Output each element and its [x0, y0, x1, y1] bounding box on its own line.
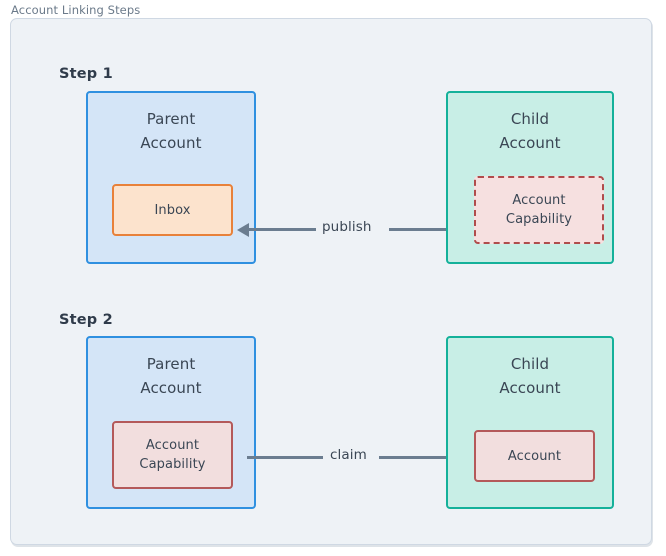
- step2-parent-account-box[interactable]: Parent Account Account Capability: [86, 336, 256, 509]
- step1-inbox-box[interactable]: Inbox: [112, 184, 233, 236]
- step1-child-account-box[interactable]: Child Account Account Capability: [446, 91, 614, 264]
- step1-connector-segment-left: [248, 228, 316, 231]
- step1-parent-account-title-line2: Account: [140, 134, 202, 152]
- step1-parent-account-title-line1: Parent: [146, 110, 196, 128]
- step1-child-account-title: Child Account: [448, 107, 612, 155]
- step1-account-capability-label-line2: Capability: [505, 212, 573, 227]
- arrow-left-icon: [237, 222, 249, 237]
- step2-account-capability-label-line2: Capability: [139, 457, 206, 472]
- step-2-heading: Step 2: [59, 312, 113, 328]
- step1-child-account-title-line1: Child: [510, 110, 550, 128]
- diagram-canvas: Step 1 Parent Account Inbox publish Chil…: [10, 18, 652, 545]
- step2-account-box[interactable]: Account: [474, 430, 595, 482]
- step2-account-capability-label-line1: Account: [145, 438, 200, 453]
- step2-connector-label: claim: [330, 447, 367, 463]
- step2-connector-segment-right: [379, 456, 459, 459]
- step2-parent-account-title-line1: Parent: [146, 355, 196, 373]
- step1-connector-segment-right: [389, 228, 447, 231]
- step2-parent-account-title: Parent Account: [88, 352, 254, 400]
- step1-connector-label: publish: [322, 219, 372, 235]
- step2-account-label: Account: [507, 448, 562, 464]
- step2-parent-account-title-line2: Account: [140, 379, 202, 397]
- step1-account-capability-label-line1: Account: [512, 193, 566, 208]
- step1-parent-account-title: Parent Account: [88, 107, 254, 155]
- step1-inbox-label: Inbox: [154, 202, 191, 218]
- step1-account-capability-box[interactable]: Account Capability: [474, 176, 604, 244]
- figure-caption: Account Linking Steps: [11, 3, 141, 17]
- step1-parent-account-box[interactable]: Parent Account Inbox: [86, 91, 256, 264]
- step2-child-account-title-line1: Child: [510, 355, 550, 373]
- step2-child-account-title: Child Account: [448, 352, 612, 400]
- step2-child-account-title-line2: Account: [499, 379, 561, 397]
- step2-child-account-box[interactable]: Child Account Account: [446, 336, 614, 509]
- step2-connector-segment-left: [247, 456, 323, 459]
- step2-account-capability-box[interactable]: Account Capability: [112, 421, 233, 489]
- step-1-heading: Step 1: [59, 66, 113, 82]
- step1-child-account-title-line2: Account: [499, 134, 561, 152]
